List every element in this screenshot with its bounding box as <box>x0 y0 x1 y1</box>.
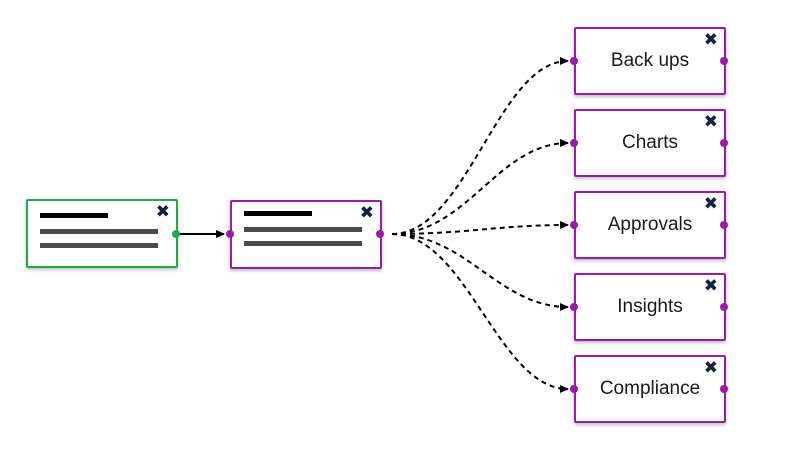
placeholder-text-line <box>40 229 158 234</box>
target-output-port[interactable] <box>720 385 728 393</box>
router-input-port[interactable] <box>226 230 234 238</box>
placeholder-text-line <box>40 213 108 218</box>
target-output-port[interactable] <box>720 57 728 65</box>
router-output-port[interactable] <box>376 230 384 238</box>
node-label: Approvals <box>607 214 693 235</box>
target-output-port[interactable] <box>720 139 728 147</box>
target-input-port[interactable] <box>570 139 578 147</box>
edge-router-to-back-ups[interactable] <box>391 57 569 235</box>
edge-router-to-insights[interactable] <box>391 233 569 311</box>
target-node-compliance[interactable]: Compliance ✖ <box>574 355 726 423</box>
target-node-insights[interactable]: Insights ✖ <box>574 273 726 341</box>
placeholder-text-line <box>244 227 362 232</box>
close-icon[interactable]: ✖ <box>703 358 718 377</box>
node-label: Compliance <box>599 378 701 399</box>
node-label: Back ups <box>610 50 690 71</box>
edge-router-to-charts[interactable] <box>391 139 569 235</box>
edge-router-to-approvals[interactable] <box>391 221 569 235</box>
target-output-port[interactable] <box>720 303 728 311</box>
source-output-port[interactable] <box>172 230 180 238</box>
close-icon[interactable]: ✖ <box>703 276 718 295</box>
source-node[interactable]: ✖ <box>26 199 178 268</box>
close-icon[interactable]: ✖ <box>703 194 718 213</box>
close-icon[interactable]: ✖ <box>703 30 718 49</box>
target-node-back-ups[interactable]: Back ups ✖ <box>574 27 726 95</box>
target-input-port[interactable] <box>570 57 578 65</box>
router-node[interactable]: ✖ <box>230 200 382 269</box>
close-icon[interactable]: ✖ <box>359 203 374 222</box>
node-label: Insights <box>617 296 683 317</box>
close-icon[interactable]: ✖ <box>155 202 170 221</box>
target-node-approvals[interactable]: Approvals ✖ <box>574 191 726 259</box>
placeholder-text-line <box>244 211 312 216</box>
target-input-port[interactable] <box>570 303 578 311</box>
target-input-port[interactable] <box>570 221 578 229</box>
edge-router-to-compliance[interactable] <box>391 233 569 393</box>
placeholder-text-line <box>40 243 158 248</box>
placeholder-text-line <box>244 241 362 246</box>
target-input-port[interactable] <box>570 385 578 393</box>
target-node-charts[interactable]: Charts ✖ <box>574 109 726 177</box>
close-icon[interactable]: ✖ <box>703 112 718 131</box>
target-output-port[interactable] <box>720 221 728 229</box>
node-label: Charts <box>622 132 678 153</box>
